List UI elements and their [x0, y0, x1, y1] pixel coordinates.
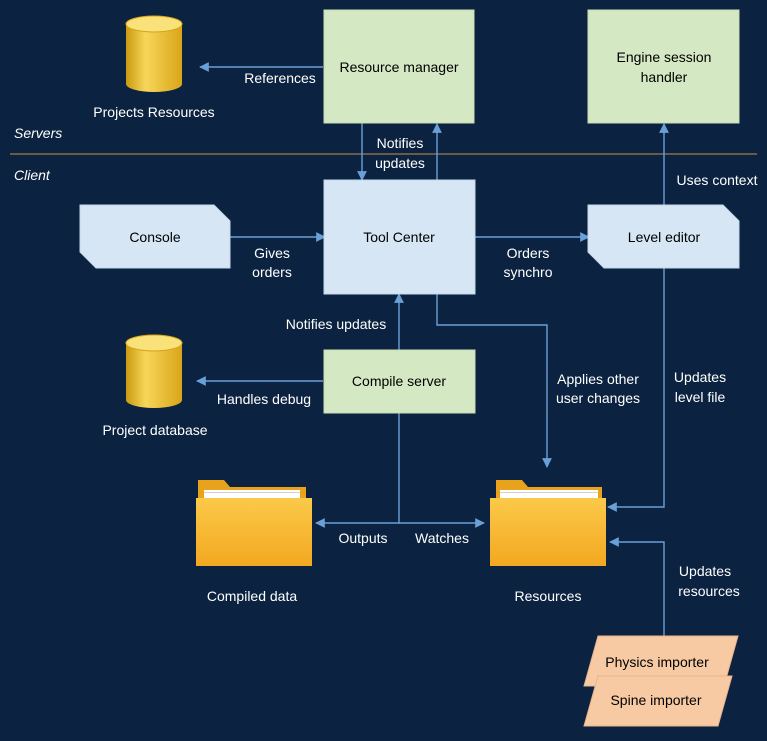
servers-section-label: Servers — [14, 125, 62, 141]
physics-importer-label: Physics importer — [605, 654, 709, 670]
tool-center-node: Tool Center — [323, 179, 476, 295]
edge-updates-level-file — [607, 268, 665, 512]
level-editor-label: Level editor — [628, 229, 701, 245]
spine-importer-label: Spine importer — [610, 692, 701, 708]
notifies-updates-mid-label: Notifies updates — [286, 316, 386, 332]
physics-importer-node: Physics importer — [583, 635, 739, 687]
resources-label: Resources — [515, 588, 582, 604]
edge-updates-resources — [609, 537, 665, 636]
handles-debug-label: Handles debug — [217, 391, 311, 407]
project-database-icon — [125, 334, 183, 408]
updates-resources-label-2: resources — [678, 583, 739, 599]
updates-level-file-label-1: Updates — [674, 369, 726, 385]
applies-other-label-2: user changes — [556, 390, 640, 406]
references-label: References — [244, 70, 316, 86]
updates-level-file-label-2: level file — [675, 389, 726, 405]
uses-context-label: Uses context — [677, 172, 758, 188]
outputs-label: Outputs — [338, 530, 387, 546]
resources-folder-icon — [490, 480, 606, 566]
engine-session-handler-label-1: Engine session — [617, 49, 712, 65]
resource-manager-node: Resource manager — [323, 9, 475, 124]
spine-importer-node: Spine importer — [583, 675, 733, 727]
updates-resources-label-1: Updates — [679, 563, 731, 579]
orders-synchro-label-1: Orders — [507, 245, 550, 261]
resource-manager-label: Resource manager — [339, 59, 458, 75]
project-database-label: Project database — [102, 422, 207, 438]
gives-orders-label-1: Gives — [254, 245, 290, 261]
console-node: Console — [79, 204, 231, 269]
applies-other-label-1: Applies other — [557, 371, 639, 387]
orders-synchro-label-2: synchro — [503, 264, 552, 280]
compile-server-label: Compile server — [352, 373, 446, 389]
notifies-updates-top-label-1: Notifies — [377, 135, 424, 151]
compile-server-node: Compile server — [323, 349, 476, 414]
projects-resources-label: Projects Resources — [93, 104, 214, 120]
level-editor-node: Level editor — [587, 204, 740, 269]
compiled-data-label: Compiled data — [207, 588, 297, 604]
engine-session-handler-node: Engine session handler — [587, 9, 740, 124]
console-label: Console — [129, 229, 181, 245]
notifies-updates-top-label-2: updates — [375, 155, 425, 171]
client-section-label: Client — [14, 167, 51, 183]
edge-outputs — [315, 413, 400, 528]
watches-label: Watches — [415, 530, 469, 546]
compiled-data-folder-icon — [196, 480, 312, 566]
tool-center-label: Tool Center — [363, 229, 435, 245]
edge-applies-other — [436, 294, 552, 468]
gives-orders-label-2: orders — [252, 264, 292, 280]
edges — [196, 62, 669, 636]
engine-session-handler-label-2: handler — [641, 69, 688, 85]
projects-resources-database-icon — [125, 15, 183, 92]
